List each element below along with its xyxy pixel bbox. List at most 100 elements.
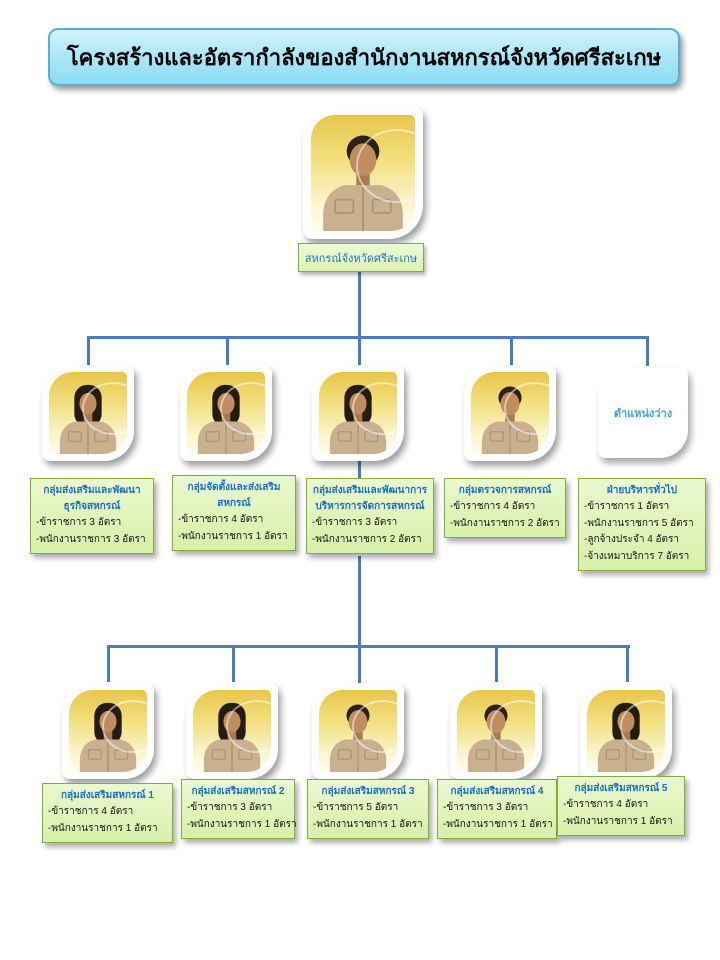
unit-heading-line: กลุ่มส่งเสริมและพัฒนา: [43, 485, 141, 496]
unit-staff-line: -ข้าราชการ 4 อัตรา: [450, 501, 536, 512]
unit-staff-line: -ข้าราชการ 4 อัตรา: [563, 799, 649, 810]
unit-box-promotion-group-4: กลุ่มส่งเสริมสหกรณ์ 4 -ข้าราชการ 3 อัตรา…: [437, 779, 557, 839]
photo-group-head-4: [464, 365, 556, 461]
unit-box-establishment-promotion: กลุ่มจัดตั้งและส่งเสริม สหกรณ์ -ข้าราชกา…: [172, 475, 296, 551]
vacant-position-card: ตำแหน่งว่าง: [598, 368, 688, 458]
unit-heading-line: กลุ่มส่งเสริมสหกรณ์ 5: [574, 783, 668, 794]
connector-line: [87, 336, 649, 339]
photo-provincial-cooperative-officer: [303, 107, 423, 239]
unit-heading-line: ฝ่ายบริหารทั่วไป: [606, 485, 678, 496]
photo-group-head-2: [180, 365, 272, 461]
unit-staff-line: -ข้าราชการ 4 อัตรา: [48, 806, 134, 817]
unit-staff-line: -พนักงานราชการ 3 อัตรา: [36, 533, 146, 545]
person-silhouette: [467, 703, 525, 772]
photo-promotion-group-1: [62, 683, 154, 779]
person-photo: [471, 372, 549, 454]
unit-staff-line: -ข้าราชการ 4 อัตรา: [178, 514, 264, 525]
unit-staff-line: -จ้างเหมาบริการ 7 อัตรา: [584, 550, 690, 562]
person-photo: [319, 690, 397, 772]
connector-line: [510, 336, 513, 366]
unit-heading: กลุ่มส่งเสริมสหกรณ์ 2: [187, 784, 289, 800]
unit-heading-line: กลุ่มส่งเสริมสหกรณ์ 2: [191, 786, 285, 797]
photo-group-head-1: [42, 365, 134, 461]
unit-box-management-development: กลุ่มส่งเสริมและพัฒนาการ บริหารการจัดการ…: [306, 478, 434, 554]
person-photo: [69, 690, 147, 772]
unit-box-general-administration: ฝ่ายบริหารทั่วไป -ข้าราชการ 1 อัตรา -พนั…: [578, 478, 706, 571]
photo-promotion-group-4: [450, 683, 542, 779]
unit-box-business-promotion: กลุ่มส่งเสริมและพัฒนา ธุรกิจสหกรณ์ -ข้าร…: [30, 478, 154, 554]
person-silhouette: [597, 702, 655, 772]
unit-box-cooperative-inspection: กลุ่มตรวจการสหกรณ์ -ข้าราชการ 4 อัตรา -พ…: [444, 478, 566, 538]
unit-heading: กลุ่มส่งเสริมและพัฒนาการ บริหารการจัดการ…: [312, 483, 428, 515]
person-silhouette: [203, 702, 261, 772]
unit-heading: กลุ่มส่งเสริมสหกรณ์ 1: [48, 788, 167, 804]
unit-staff-line: -พนักงานราชการ 5 อัตรา: [584, 517, 694, 529]
person-silhouette: [59, 384, 117, 454]
unit-staff-line: -ข้าราชการ 3 อัตรา: [312, 517, 398, 528]
unit-staff-line: -ลูกจ้างประจำ 4 อัตรา: [584, 534, 680, 545]
unit-staff-line: -พนักงานราชการ 1 อัตรา: [48, 822, 158, 834]
unit-heading-line: บริหารการจัดการสหกรณ์: [315, 501, 425, 512]
unit-heading-line: กลุ่มส่งเสริมและพัฒนาการ: [312, 485, 428, 496]
unit-staff-line: -ข้าราชการ 3 อัตรา: [443, 802, 529, 813]
unit-staff-line: -ข้าราชการ 3 อัตรา: [187, 802, 273, 813]
unit-staff-line: -ข้าราชการ 3 อัตรา: [36, 517, 122, 528]
unit-heading-line: กลุ่มจัดตั้งและส่งเสริม: [187, 482, 281, 493]
person-photo: [457, 690, 535, 772]
unit-heading-line: กลุ่มส่งเสริมสหกรณ์ 4: [450, 786, 544, 797]
person-photo: [319, 372, 397, 454]
unit-staff-line: -พนักงานราชการ 2 อัตรา: [312, 533, 422, 545]
unit-staff-line: -พนักงานราชการ 1 อัตรา: [178, 530, 288, 542]
connector-line: [626, 645, 629, 682]
unit-heading-line: กลุ่มส่งเสริมสหกรณ์ 1: [61, 790, 154, 801]
unit-heading: กลุ่มส่งเสริมสหกรณ์ 4: [443, 784, 551, 800]
unit-box-promotion-group-2: กลุ่มส่งเสริมสหกรณ์ 2 -ข้าราชการ 3 อัตรา…: [181, 779, 297, 839]
person-silhouette: [322, 134, 404, 231]
unit-heading: กลุ่มส่งเสริมสหกรณ์ 5: [563, 781, 679, 797]
unit-staff-line: -ข้าราชการ 5 อัตรา: [313, 802, 399, 813]
unit-heading-line: กลุ่มส่งเสริมสหกรณ์ 3: [321, 786, 415, 797]
unit-box-promotion-group-1: กลุ่มส่งเสริมสหกรณ์ 1 -ข้าราชการ 4 อัตรา…: [42, 783, 173, 843]
connector-line: [358, 556, 361, 648]
unit-staff-line: -พนักงานราชการ 1 อัตรา: [313, 818, 423, 830]
connector-line: [495, 645, 498, 682]
unit-staff-line: -พนักงานราชการ 1 อัตรา: [187, 818, 297, 830]
connector-line: [87, 336, 90, 366]
unit-heading-line: ธุรกิจสหกรณ์: [63, 501, 121, 512]
person-photo: [587, 690, 665, 772]
unit-staff-line: -ข้าราชการ 1 อัตรา: [584, 501, 670, 512]
unit-box-promotion-group-3: กลุ่มส่งเสริมสหกรณ์ 3 -ข้าราชการ 5 อัตรา…: [307, 779, 429, 839]
person-photo: [187, 372, 265, 454]
person-photo: [193, 690, 271, 772]
connector-line: [226, 336, 229, 366]
unit-heading: กลุ่มจัดตั้งและส่งเสริม สหกรณ์: [178, 480, 290, 512]
page-title: โครงสร้างและอัตรากำลังของสำนักงานสหกรณ์จ…: [48, 28, 680, 86]
person-silhouette: [197, 384, 255, 454]
person-silhouette: [329, 384, 387, 454]
person-photo: [311, 115, 415, 231]
connector-line: [232, 645, 235, 682]
connector-line: [646, 336, 649, 366]
photo-promotion-group-2: [186, 683, 278, 779]
unit-staff-line: -พนักงานราชการ 1 อัตรา: [443, 818, 553, 830]
root-unit-label: สหกรณ์จังหวัดศรีสะเกษ: [298, 243, 424, 272]
person-photo: [49, 372, 127, 454]
unit-heading: กลุ่มส่งเสริมสหกรณ์ 3: [313, 784, 423, 800]
person-silhouette: [329, 703, 387, 772]
unit-box-promotion-group-5: กลุ่มส่งเสริมสหกรณ์ 5 -ข้าราชการ 4 อัตรา…: [557, 776, 685, 836]
unit-heading: ฝ่ายบริหารทั่วไป: [584, 483, 700, 499]
person-silhouette: [79, 702, 137, 772]
unit-heading: กลุ่มตรวจการสหกรณ์: [450, 483, 560, 499]
person-silhouette: [481, 385, 539, 454]
connector-line: [358, 270, 361, 337]
unit-staff-line: -พนักงานราชการ 1 อัตรา: [563, 815, 673, 827]
unit-heading-line: สหกรณ์: [217, 498, 251, 509]
photo-group-head-3: [312, 365, 404, 461]
connector-line: [107, 645, 110, 682]
connector-line: [107, 645, 630, 648]
unit-staff-line: -พนักงานราชการ 2 อัตรา: [450, 517, 560, 529]
photo-promotion-group-3: [312, 683, 404, 779]
unit-heading: กลุ่มส่งเสริมและพัฒนา ธุรกิจสหกรณ์: [36, 483, 148, 515]
photo-promotion-group-5: [580, 683, 672, 779]
